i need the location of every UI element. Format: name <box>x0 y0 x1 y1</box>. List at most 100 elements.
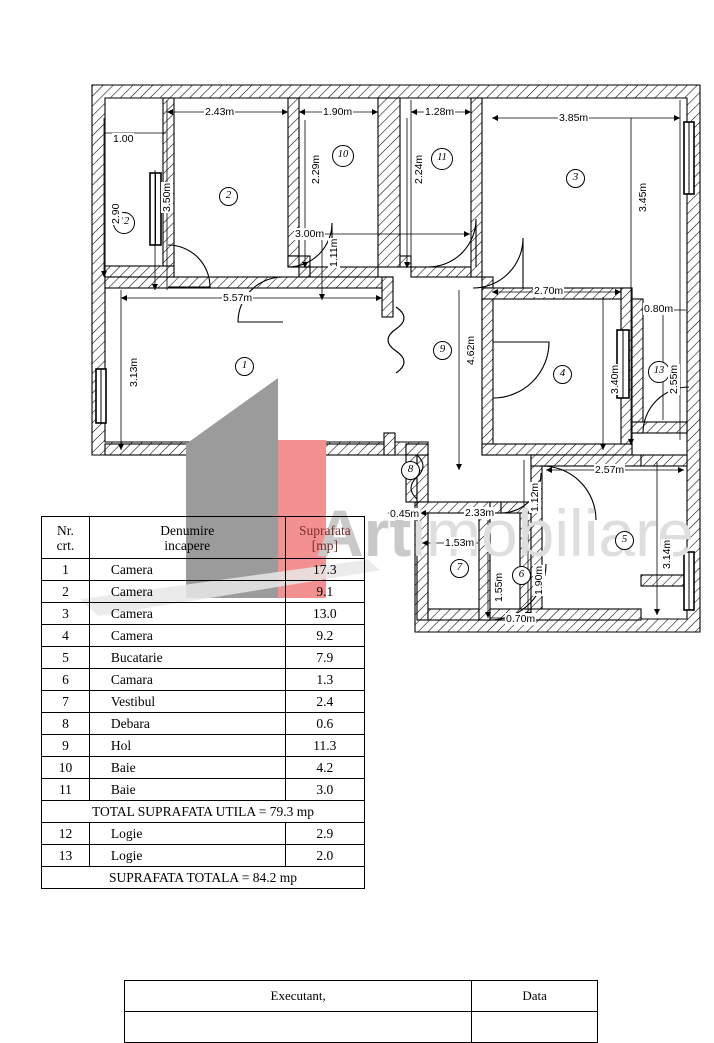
room-tag-8: 8 <box>401 461 420 480</box>
room-tag-5: 5 <box>615 531 634 550</box>
room-tag-11: 11 <box>431 148 453 170</box>
dim-2-33m: 2.33m <box>464 507 496 519</box>
dim-2-90: 2.90 <box>110 202 122 225</box>
room-tag-2: 2 <box>219 187 238 206</box>
room-tag-6: 6 <box>512 566 531 585</box>
window-group <box>95 121 695 611</box>
header-name-line2: incapere <box>164 537 211 553</box>
row-name: Camera <box>88 602 286 625</box>
room-tag-4: 4 <box>553 365 572 384</box>
data-header: Data <box>471 980 598 1012</box>
row-name: Logie <box>88 844 286 867</box>
row-area: 2.9 <box>284 822 366 845</box>
signature-value-row <box>123 1011 598 1043</box>
row-nr: 13 <box>41 844 90 867</box>
row-nr: 6 <box>41 668 90 691</box>
row-name: Camera <box>88 624 286 647</box>
row-name: Bucatarie <box>88 646 286 669</box>
row-name: Logie <box>88 822 286 845</box>
dim-1-55m: 1.55m <box>493 571 505 603</box>
signature-header-row: Executant, Data <box>123 980 598 1012</box>
row-nr: 1 <box>41 558 90 581</box>
row-name: Camara <box>88 668 286 691</box>
room-area-table: Nr. crt. Denumire incapere Suprafata [mp… <box>41 516 366 889</box>
header-nr-line2: crt. <box>56 537 75 553</box>
row-area: 13.0 <box>284 602 366 625</box>
subtotal-row: TOTAL SUPRAFATA UTILA = 79.3 mp <box>41 800 365 823</box>
header-nr-crt: Nr. crt. <box>41 516 90 559</box>
room-tag-13: 13 <box>648 361 670 383</box>
row-name: Baie <box>88 778 286 801</box>
subtotal-label: TOTAL SUPRAFATA UTILA = 79.3 mp <box>41 800 365 823</box>
row-nr: 12 <box>41 822 90 845</box>
row-area: 1.3 <box>284 668 366 691</box>
room-tag-1: 1 <box>235 357 254 376</box>
row-name: Camera <box>88 558 286 581</box>
door-swing-group <box>167 218 690 621</box>
dim-3-40m: 3.40m <box>609 363 621 395</box>
row-nr: 9 <box>41 734 90 757</box>
dim-1-00: 1.00 <box>112 133 135 145</box>
header-denumire: Denumire incapere <box>88 516 286 559</box>
row-nr: 11 <box>41 778 90 801</box>
total-label: SUPRAFATA TOTALA = 84.2 mp <box>41 866 365 889</box>
row-area: 2.0 <box>284 844 366 867</box>
dim-1-11m: 1.11m <box>328 237 340 268</box>
room-tag-10: 10 <box>332 145 354 167</box>
row-nr: 2 <box>41 580 90 603</box>
row-area: 17.3 <box>284 558 366 581</box>
dim-1-12m: 1.12m <box>529 481 541 513</box>
dim-3-13m: 3.13m <box>128 356 140 388</box>
row-area: 0.6 <box>284 712 366 735</box>
dim-2-57m: 2.57m <box>594 464 626 476</box>
data-value <box>471 1011 598 1043</box>
header-area-line2: [mp] <box>311 537 338 553</box>
header-nr-line1: Nr. <box>57 522 74 538</box>
row-nr: 10 <box>41 756 90 779</box>
header-suprafata: Suprafata [mp] <box>284 516 366 559</box>
dim-1-90m: 1.90m <box>322 106 354 118</box>
dim-0-70m: 0.70m <box>505 613 537 625</box>
dim-2-55m: 2.55m <box>668 363 680 395</box>
row-area: 3.0 <box>284 778 366 801</box>
row-area: 2.4 <box>284 690 366 713</box>
header-area-line1: Suprafata <box>298 522 351 538</box>
dim-2-43m: 2.43m <box>204 106 236 118</box>
room-tag-3: 3 <box>566 169 585 188</box>
area-table-body: Nr. crt. Denumire incapere Suprafata [mp… <box>41 516 366 889</box>
dim-1-28m: 1.28m <box>424 106 456 118</box>
row-name: Baie <box>88 756 286 779</box>
dim-1-53m: 1.53m <box>444 537 476 549</box>
executant-value <box>123 1011 473 1043</box>
row-name: Hol <box>88 734 286 757</box>
row-name: Debara <box>88 712 286 735</box>
row-name: Camera <box>88 580 286 603</box>
dim-3-45m: 3.45m <box>637 181 649 213</box>
executant-header: Executant, <box>123 980 473 1012</box>
dim-4-62m: 4.62m <box>465 334 477 366</box>
dim-3-00m: 3.00m <box>294 228 326 240</box>
row-area: 4.2 <box>284 756 366 779</box>
dim-0-80m: 0.80m <box>643 303 675 315</box>
row-name: Vestibul <box>88 690 286 713</box>
dim-3-50m: 3.50m <box>161 181 173 213</box>
dim-3-14m: 3.14m <box>661 538 673 570</box>
area-table-header-row: Nr. crt. Denumire incapere Suprafata [mp… <box>41 516 366 559</box>
row-nr: 4 <box>41 624 90 647</box>
dim-2-70m: 2.70m <box>533 285 565 297</box>
floor-plan-document: Artimobiliare <box>41 84 701 1043</box>
row-area: 9.2 <box>284 624 366 647</box>
room-tag-9: 9 <box>433 341 452 360</box>
header-name-line1: Denumire <box>160 522 215 538</box>
row-area: 11.3 <box>284 734 366 757</box>
